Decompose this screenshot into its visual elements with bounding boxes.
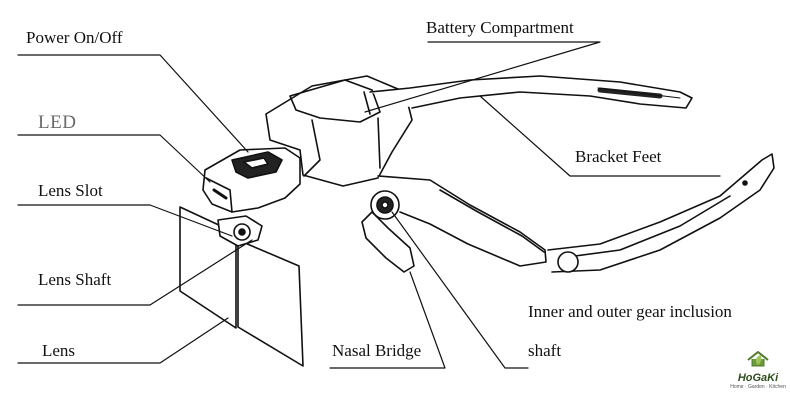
label-gear-line2: shaft — [528, 341, 562, 360]
leader-lens — [17, 317, 229, 364]
leader-bracket-feet — [479, 95, 721, 177]
label-gear-line1: Inner and outer gear inclusion — [528, 302, 732, 321]
callout-lines — [17, 41, 721, 369]
label-nasal-bridge: Nasal Bridge — [332, 341, 422, 360]
brand-logo: HoGaKi Home · Garden · Kitchen — [728, 349, 788, 393]
leader-battery — [364, 41, 601, 113]
housing — [265, 75, 547, 267]
label-bracket-feet: Bracket Feet — [575, 147, 662, 166]
house-leaf-icon — [747, 351, 769, 367]
leader-power — [17, 54, 249, 153]
label-lens-slot: Lens Slot — [38, 181, 103, 200]
logo-name: HoGaKi — [737, 372, 779, 384]
leader-lens-shaft — [17, 239, 253, 306]
logo-tagline: Home · Garden · Kitchen — [730, 384, 786, 390]
leader-nasal-bridge — [329, 271, 446, 369]
leader-led — [17, 134, 211, 183]
label-lens: Lens — [42, 341, 76, 360]
front-head — [202, 147, 301, 247]
leader-gear-shaft — [391, 211, 529, 369]
lower-arm — [547, 153, 775, 273]
label-battery: Battery Compartment — [426, 18, 574, 37]
leader-lens-slot — [17, 204, 233, 237]
label-led: LED — [38, 112, 77, 133]
upper-arm — [369, 75, 693, 109]
label-lens-shaft: Lens Shaft — [38, 270, 112, 289]
label-power: Power On/Off — [26, 28, 123, 47]
